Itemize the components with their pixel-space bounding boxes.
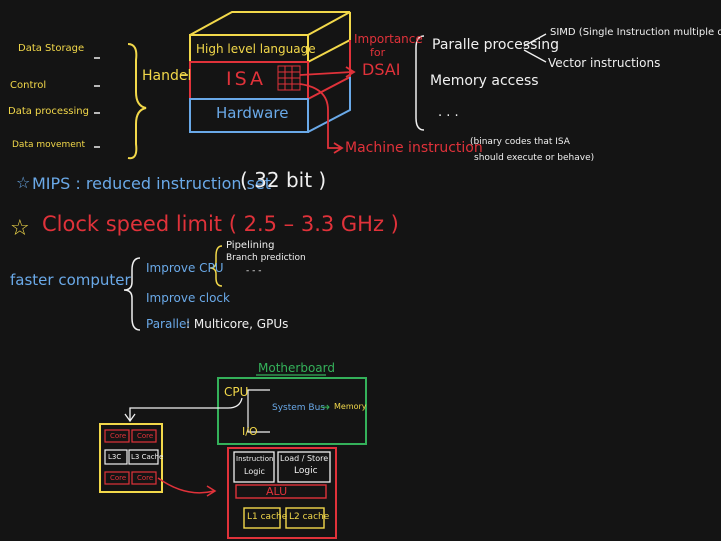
chip-l3-left [104, 449, 128, 465]
clock-star-icon: ☆ [10, 216, 30, 241]
handel-label: Handel [142, 68, 192, 84]
load-store-line1: Load / Store [280, 454, 329, 463]
chip-core-3-label: Core [110, 474, 127, 482]
branch-prediction-label: Branch prediction [226, 253, 306, 263]
cpu-more-label: - - - [246, 266, 262, 276]
bus-arrow-icon: → [320, 400, 331, 414]
improve-clock-label: Improve clock [146, 291, 230, 305]
cpu-detail-box [227, 447, 337, 539]
importance-more: . . . [438, 105, 459, 120]
alu-box [235, 484, 327, 499]
motherboard-box [217, 377, 367, 445]
cpu-brace [209, 245, 223, 287]
load-store-box [277, 451, 331, 483]
vector-arrow [523, 49, 547, 63]
faster-computer-label: faster computer [10, 271, 131, 289]
stack-high-level-language: High level language [196, 42, 316, 56]
chip-core-1 [104, 429, 130, 443]
importance-line2: for [370, 46, 386, 59]
l2-cache-label: L2 cache [289, 512, 330, 522]
list-data-storage: Data Storage [18, 43, 85, 54]
handel-brace [127, 43, 147, 160]
chip-l3-right-label: L3 Cache [131, 453, 164, 461]
instruction-logic-line1: Instruction [236, 455, 274, 463]
instruction-logic-line2: Logic [244, 467, 265, 476]
chip-core-1-label: Core [110, 432, 127, 440]
importance-line1: Importance [354, 32, 423, 46]
mips-text: MIPS : reduced instruction set [32, 174, 272, 193]
importance-parallel: Paralle processing [432, 37, 560, 53]
motherboard-inner [247, 389, 270, 433]
clock-speed-label: Clock speed limit ( 2.5 – 3.3 GHz ) [42, 212, 399, 236]
stack-isa: ISA [226, 68, 267, 90]
dsai-arrow [299, 66, 356, 78]
parallel-detail: : Multicore, GPUs [186, 317, 289, 331]
l1-box [243, 507, 281, 529]
chip-l3-right [128, 449, 159, 465]
machine-note-line1: (binary codes that ISA [470, 137, 570, 147]
faster-brace [123, 257, 141, 331]
machine-note-line2: should execute or behave) [474, 153, 595, 163]
mips-star-icon: ☆ [16, 173, 31, 192]
isa-hatch [277, 65, 301, 91]
importance-memory: Memory access [430, 73, 539, 89]
cpu-to-chip-arrow [124, 397, 243, 423]
chip-core-2 [131, 429, 157, 443]
stack-hardware: Hardware [216, 104, 289, 122]
mips-label: MIPS : reduced instruction set [32, 172, 271, 192]
abstraction-stack [189, 11, 351, 133]
list-data-processing: Data processing [8, 106, 89, 117]
importance-dsai: DSAI [362, 60, 401, 79]
mips-bits: ( 32 bit ) [240, 168, 327, 192]
instruction-logic-box [233, 451, 275, 483]
chip-core-4-label: Core [137, 474, 154, 482]
pipelining-label: Pipelining [226, 240, 275, 251]
chip-box [99, 423, 163, 493]
l1-cache-label: L1 cache [247, 512, 288, 522]
motherboard-io: I/O [242, 425, 258, 438]
chip-core-2-label: Core [137, 432, 154, 440]
load-store-line2: Logic [294, 466, 318, 476]
chip-l3-left-label: L3C [108, 453, 122, 461]
list-data-movement: Data movement [12, 140, 86, 150]
chip-core-3 [104, 471, 130, 485]
machine-instruction-label: Machine instruction [345, 140, 483, 156]
simd-arrow [523, 33, 547, 47]
core-to-cpu-arrow [157, 477, 217, 497]
l2-box [285, 507, 325, 529]
machine-arrow [299, 83, 344, 154]
simd-label: SIMD (Single Instruction multiple data) [550, 27, 721, 38]
motherboard-title: Motherboard [258, 361, 335, 375]
parallel-label: Parallel [146, 317, 190, 331]
vector-label: Vector instructions [548, 56, 661, 70]
motherboard-bus: System Bus [272, 403, 325, 413]
chip-core-4 [131, 471, 157, 485]
motherboard-cpu: CPU [224, 385, 249, 399]
improve-cpu-label: Improve CPU [146, 261, 224, 275]
importance-bracket [415, 35, 425, 131]
motherboard-memory: Memory [334, 402, 367, 411]
list-dashes [94, 57, 100, 148]
list-control: Control [10, 80, 47, 91]
alu-label: ALU [266, 485, 288, 498]
